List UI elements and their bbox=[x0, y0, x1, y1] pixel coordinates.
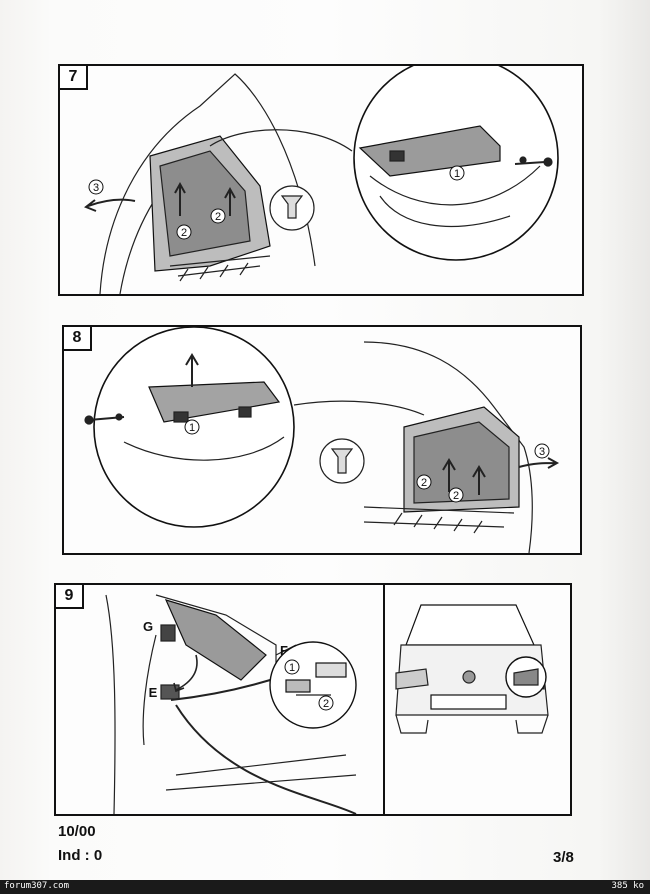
callout-1: 1 bbox=[454, 168, 460, 180]
callout-2b: 2 bbox=[453, 490, 459, 502]
step-8-panel: 8 bbox=[62, 325, 582, 555]
callout-2: 2 bbox=[323, 698, 329, 710]
watermark-site: forum307.com bbox=[4, 881, 70, 891]
callout-2a: 2 bbox=[181, 227, 187, 239]
callout-3: 3 bbox=[93, 182, 99, 194]
step-9-panel: 9 bbox=[54, 583, 572, 816]
callout-3: 3 bbox=[539, 446, 545, 458]
step-number: 7 bbox=[60, 66, 88, 90]
connector-f-label: F bbox=[280, 643, 288, 658]
watermark-size: 385 ko bbox=[611, 881, 644, 891]
step-number: 9 bbox=[56, 585, 84, 609]
callout-1: 1 bbox=[289, 662, 295, 674]
revision-date: 10/00 bbox=[58, 823, 96, 840]
callout-2b: 2 bbox=[215, 211, 221, 223]
page-number: 3/8 bbox=[553, 849, 574, 866]
step-9-illustration: G F E 1 2 bbox=[105, 585, 549, 814]
step-7-illustration: 2 2 3 1 bbox=[84, 66, 559, 294]
step-8-illustration: 1 2 2 3 bbox=[84, 327, 560, 553]
callout-2a: 2 bbox=[421, 477, 427, 489]
step-number: 8 bbox=[64, 327, 92, 351]
connector-e-label: E bbox=[149, 685, 158, 700]
connector-g-label: G bbox=[143, 619, 153, 634]
callout-1: 1 bbox=[189, 422, 195, 434]
revision-index: Ind : 0 bbox=[58, 847, 103, 864]
watermark-strip: forum307.com 385 ko bbox=[0, 880, 650, 894]
step-7-panel: 7 bbox=[58, 64, 584, 296]
